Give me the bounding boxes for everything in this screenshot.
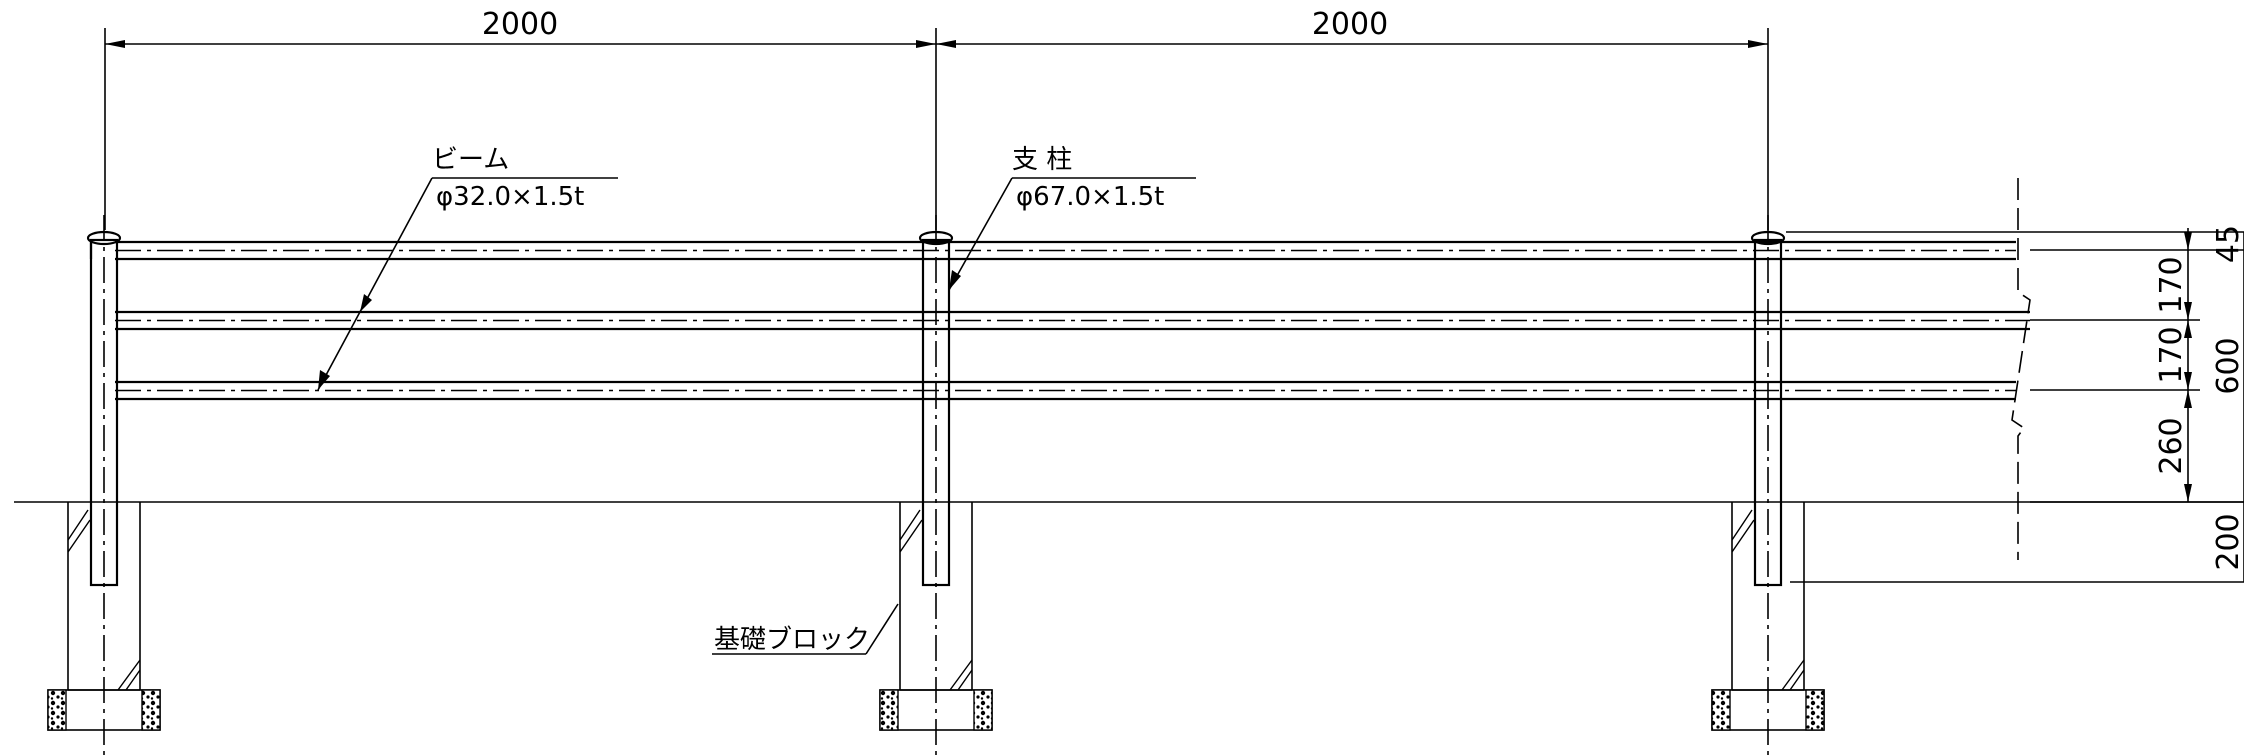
span-left-label: 2000 bbox=[482, 7, 558, 42]
dim-200-label: 200 bbox=[2211, 513, 2244, 570]
arrowhead bbox=[318, 370, 330, 390]
arrowhead bbox=[2184, 372, 2192, 390]
beam-name-label: ビーム bbox=[432, 145, 509, 175]
arrowhead bbox=[936, 40, 956, 48]
dim-260-label: 260 bbox=[2154, 417, 2189, 474]
arrowhead bbox=[916, 40, 936, 48]
arrowhead bbox=[105, 40, 125, 48]
arrowhead bbox=[949, 270, 961, 290]
break-line bbox=[2011, 178, 2031, 560]
beam-callout: ビーム φ32.0×1.5t bbox=[317, 145, 618, 391]
post-name-label: 支 柱 bbox=[1012, 145, 1072, 175]
foundation-block-3 bbox=[1711, 502, 1825, 731]
arrowhead bbox=[2184, 232, 2192, 250]
dim-170-bottom-label: 170 bbox=[2154, 326, 2189, 383]
foundation-leader-line bbox=[865, 603, 899, 655]
post-leader-line bbox=[948, 177, 1013, 291]
post-spec-label: φ67.0×1.5t bbox=[1016, 182, 1164, 212]
beam-rail-top bbox=[115, 240, 2016, 261]
arrowhead bbox=[1748, 40, 1768, 48]
post-3 bbox=[1750, 215, 1786, 756]
arrowhead bbox=[2184, 484, 2192, 502]
beams bbox=[115, 240, 2030, 401]
arrowhead bbox=[2184, 320, 2192, 338]
post-1 bbox=[86, 215, 122, 756]
top-dimension: 2000 2000 bbox=[104, 7, 1769, 230]
beam-spec-label: φ32.0×1.5t bbox=[436, 182, 584, 212]
beam-leader-line bbox=[317, 177, 433, 391]
post-2 bbox=[918, 215, 954, 756]
dim-45-label: 45 bbox=[2211, 225, 2244, 263]
foundation-callout: 基礎ブロック bbox=[712, 603, 899, 655]
dim-600-label: 600 bbox=[2211, 337, 2244, 394]
beam-rail-middle bbox=[115, 310, 2030, 331]
right-dimensions: 45 170 170 260 600 200 bbox=[1786, 225, 2244, 583]
foundation-label: 基礎ブロック bbox=[714, 625, 870, 655]
foundation-block-2 bbox=[879, 502, 993, 731]
foundation-block-1 bbox=[47, 502, 161, 731]
arrowhead bbox=[2184, 390, 2192, 408]
post-callout: 支 柱 φ67.0×1.5t bbox=[948, 145, 1196, 291]
beam-rail-bottom bbox=[115, 380, 2016, 401]
arrowhead bbox=[2184, 302, 2192, 320]
arrowhead bbox=[360, 294, 372, 312]
dim-170-top-label: 170 bbox=[2154, 256, 2189, 313]
span-right-label: 2000 bbox=[1312, 7, 1388, 42]
